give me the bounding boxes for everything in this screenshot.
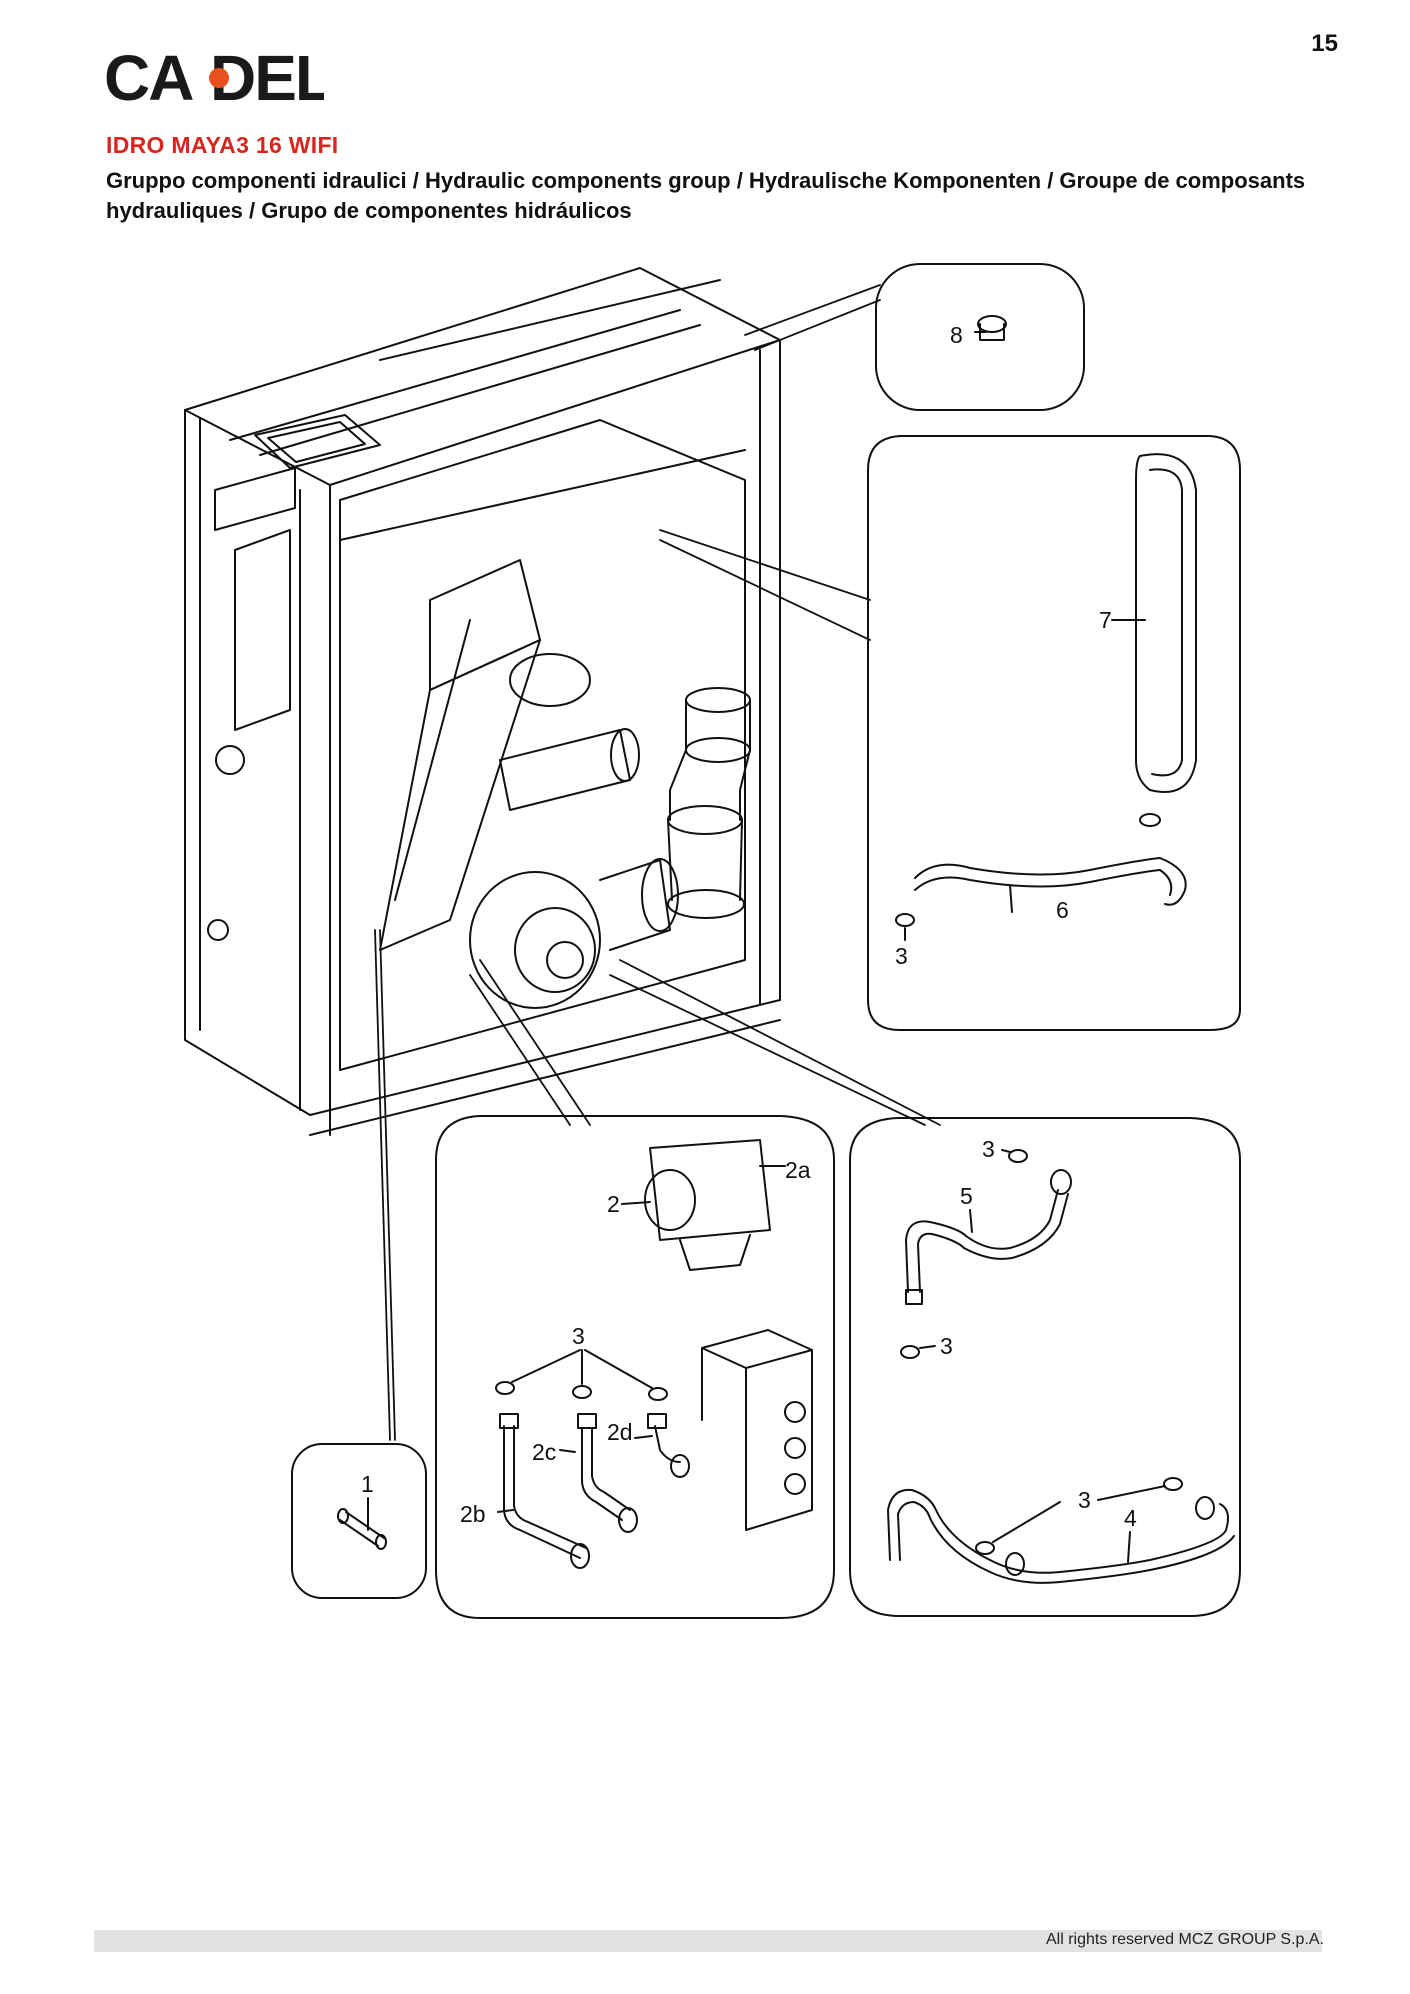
callout-3-top: 3 — [982, 1136, 995, 1162]
detail-box-8 — [875, 263, 1085, 411]
callout-3-mid: 3 — [940, 1333, 953, 1359]
cadel-logo: CA DEL — [104, 42, 324, 112]
combustion-duct — [379, 559, 640, 951]
callout-2a: 2a — [785, 1157, 811, 1183]
callout-3-detail-right: 3 — [895, 943, 908, 969]
callout-2d: 2d — [607, 1419, 633, 1445]
callout-2: 2 — [607, 1191, 620, 1217]
stove-frame — [184, 267, 781, 1136]
callout-2b: 2b — [460, 1501, 486, 1527]
leader-lines — [374, 284, 941, 1441]
callout-7: 7 — [1099, 607, 1112, 633]
document-subtitle: Gruppo componenti idraulici / Hydraulic … — [106, 168, 1306, 223]
svg-text:CA: CA — [104, 42, 193, 112]
detail-box-5-3-4 — [849, 1117, 1241, 1617]
copyright-text: All rights reserved MCZ GROUP S.p.A. — [1046, 1931, 1324, 1948]
callout-3-pump-group: 3 — [572, 1323, 585, 1349]
callout-5: 5 — [960, 1183, 973, 1209]
detail-box-2 — [435, 1115, 835, 1619]
callout-8: 8 — [950, 322, 963, 348]
callout-3-bottom: 3 — [1078, 1487, 1091, 1513]
svg-text:DEL: DEL — [210, 42, 324, 112]
detail-box-1 — [291, 1443, 427, 1599]
detail-box-7-6-3 — [867, 435, 1241, 1031]
fan-assembly — [469, 858, 679, 1009]
page-number: 15 — [1311, 30, 1338, 57]
callout-6: 6 — [1056, 897, 1069, 923]
callout-1: 1 — [361, 1471, 374, 1497]
footer-bar — [94, 1930, 1322, 1952]
callout-4: 4 — [1124, 1505, 1137, 1531]
document-title: IDRO MAYA3 16 WIFI — [106, 132, 339, 158]
exhaust-pipe — [667, 687, 751, 919]
callout-2c: 2c — [532, 1439, 556, 1465]
exploded-diagram: 8 7 6 3 2a 2 3 2c 2d 2b 1 3 5 3 3 4 — [184, 263, 1241, 1619]
